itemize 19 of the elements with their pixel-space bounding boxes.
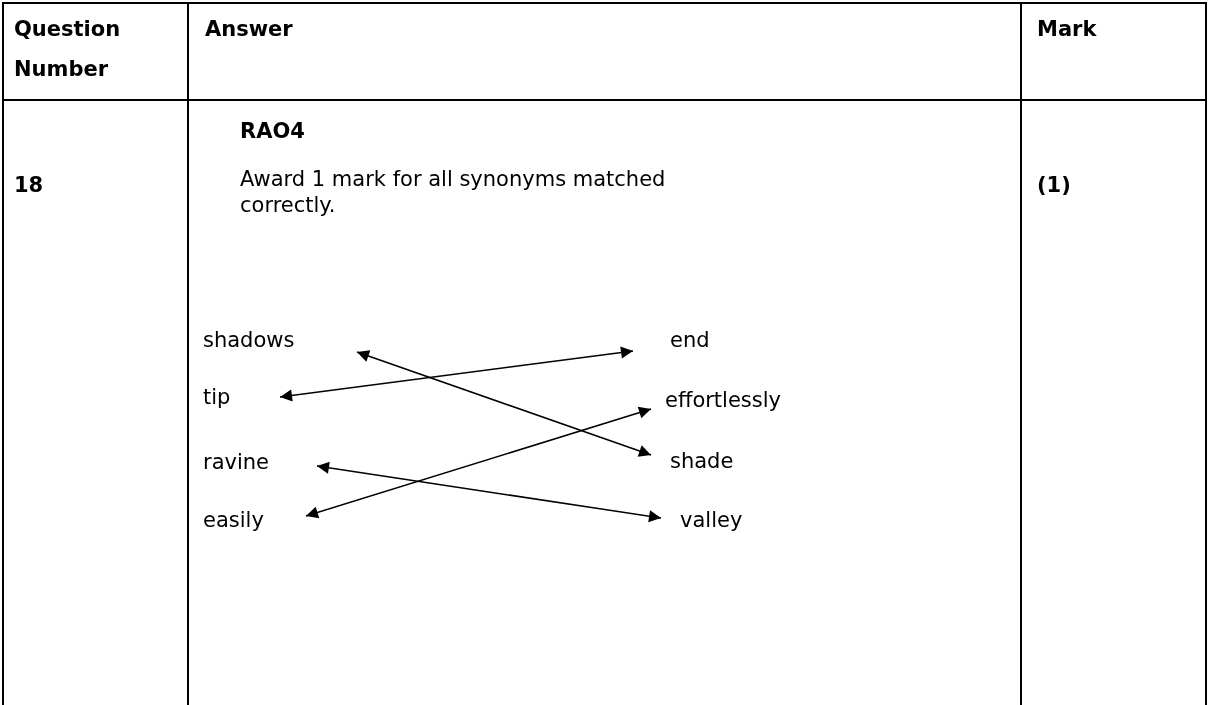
question-number: 18: [14, 172, 45, 199]
word: ravine: [203, 447, 320, 477]
column-header: Answer: [205, 16, 294, 43]
word: easily: [203, 505, 309, 535]
marking-instruction: Award 1 mark for all synonyms matched correctly.: [240, 166, 667, 219]
word: valley: [658, 505, 758, 535]
word: end: [630, 325, 720, 355]
word: effortlessly: [648, 385, 838, 415]
mark-value: (1): [1037, 172, 1072, 199]
double-arrow: [356, 350, 652, 457]
answer-heading: RAO4: [240, 118, 306, 145]
column-header: Question Number: [14, 16, 122, 83]
double-arrow: [305, 406, 652, 519]
word: tip: [203, 382, 283, 412]
double-arrow: [316, 461, 662, 523]
double-arrow: [279, 346, 634, 402]
word: shadows: [203, 325, 360, 355]
word: shade: [648, 446, 748, 476]
column-header: Mark: [1037, 16, 1098, 43]
